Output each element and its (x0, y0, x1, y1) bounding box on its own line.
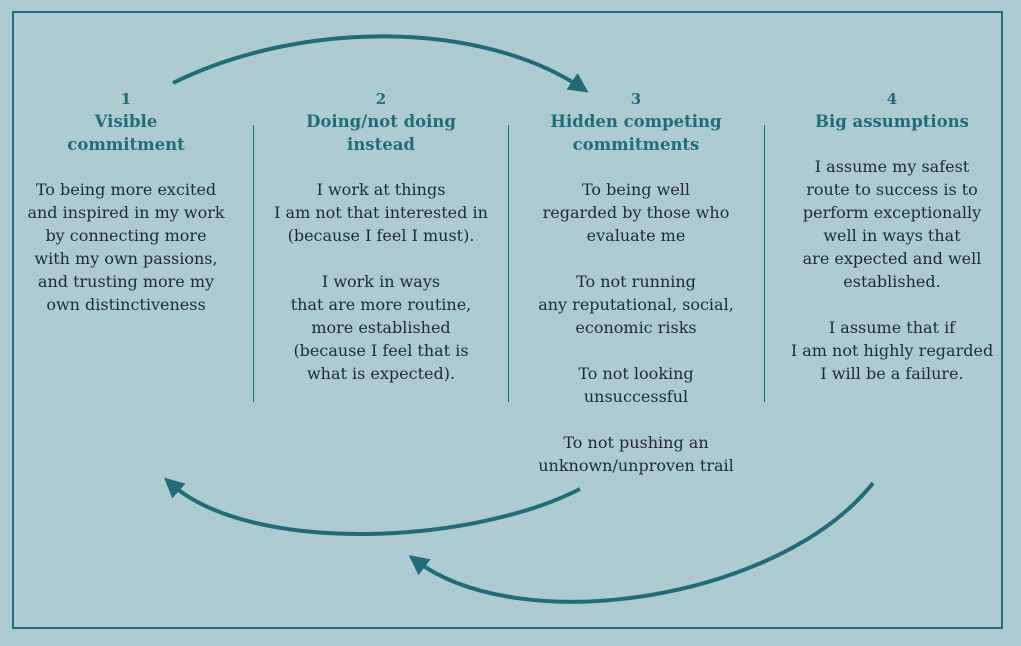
paragraph-line: are expected and well (802, 249, 982, 268)
paragraph-line: I am not that interested in (274, 203, 488, 222)
paragraph-line: evaluate me (586, 226, 686, 245)
paragraph-line: unsuccessful (583, 387, 689, 406)
paragraph-line: I will be a failure. (820, 364, 964, 383)
diagram-frame (12, 11, 1003, 629)
paragraph-line: I work at things (316, 180, 446, 199)
column-divider-1 (253, 125, 254, 402)
paragraph-line: I work in ways (321, 272, 441, 291)
column-paragraph: To being well regarded by those who evalua… (521, 178, 751, 247)
heading-line: commitments (572, 135, 700, 154)
column-paragraph: I assume that if I am not highly regarded… (777, 316, 1007, 385)
column-paragraph: To not looking unsuccessful (521, 362, 751, 408)
paragraph-line: regarded by those who (542, 203, 730, 222)
column-paragraph: To being more excited and inspired in my … (11, 178, 241, 316)
column-heading: Big assumptions (777, 110, 1007, 133)
paragraph-line: well in ways that (823, 226, 961, 245)
column-paragraph: I work at things I am not that interested… (266, 178, 496, 247)
paragraph-line: To not pushing an (563, 433, 709, 452)
column-paragraph: I work in ways that are more routine, more… (266, 270, 496, 385)
heading-line: Doing/not doing (306, 112, 456, 131)
arrow-4-to-2 (408, 481, 875, 604)
paragraph-line: more established (311, 318, 451, 337)
column-heading: Doing/not doing instead (266, 110, 496, 156)
column-divider-2 (508, 125, 509, 402)
paragraph-line: (because I feel that is (293, 341, 469, 360)
paragraph-line: what is expected). (306, 364, 456, 383)
paragraph-line: To not running (576, 272, 696, 291)
paragraph-line: I assume my safest (814, 157, 970, 176)
paragraph-line: established. (843, 272, 941, 291)
paragraph-line: own distinctiveness (46, 295, 206, 314)
column-heading: Hidden competing commitments (521, 110, 751, 156)
paragraph-line: To not looking (578, 364, 694, 383)
paragraph-line: that are more routine, (290, 295, 472, 314)
paragraph-line: economic risks (575, 318, 697, 337)
heading-line: Visible (94, 112, 158, 131)
heading-line: commitment (67, 135, 185, 154)
paragraph-line: I am not highly regarded (790, 341, 994, 360)
heading-line: instead (347, 135, 415, 154)
paragraph-line: (because I feel I must). (287, 226, 475, 245)
column-divider-3 (764, 125, 765, 402)
paragraph-line: with my own passions, (34, 249, 218, 268)
column-number: 2 (375, 90, 387, 108)
column-paragraph: I assume my safest route to success is to… (777, 155, 1007, 293)
paragraph-line: perform exceptionally (802, 203, 982, 222)
paragraph-line: I assume that if (828, 318, 956, 337)
arrow-1-to-3 (172, 34, 589, 93)
heading-line: Hidden competing (550, 112, 722, 131)
arrow-3-to-1 (164, 477, 581, 536)
paragraph-line: by connecting more (45, 226, 207, 245)
column-number: 1 (120, 90, 132, 108)
paragraph-line: any reputational, social, (538, 295, 734, 314)
paragraph-line: unknown/unproven trail (538, 456, 734, 475)
column-number: 3 (630, 90, 642, 108)
column-heading: Visible commitment (11, 110, 241, 156)
paragraph-line: route to success is to (806, 180, 978, 199)
column-number: 4 (886, 90, 898, 108)
heading-line: Big assumptions (815, 112, 969, 131)
paragraph-line: and inspired in my work (27, 203, 225, 222)
column-paragraph: To not running any reputational, social, e… (521, 270, 751, 339)
column-paragraph: To not pushing an unknown/unproven trail (521, 431, 751, 477)
paragraph-line: To being well (581, 180, 690, 199)
paragraph-line: and trusting more my (37, 272, 215, 291)
paragraph-line: To being more excited (35, 180, 217, 199)
